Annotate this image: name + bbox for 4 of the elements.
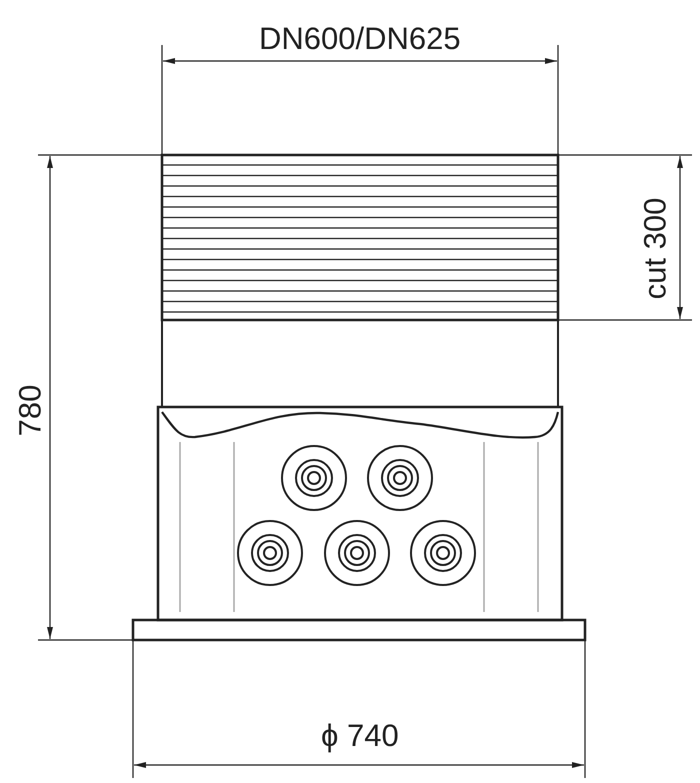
dimension-label: ϕ 740: [321, 720, 399, 750]
dimension-label: DN600/DN625: [259, 22, 461, 54]
dimension-label: cut 300: [639, 197, 670, 299]
dimension-label: 780: [14, 384, 46, 436]
